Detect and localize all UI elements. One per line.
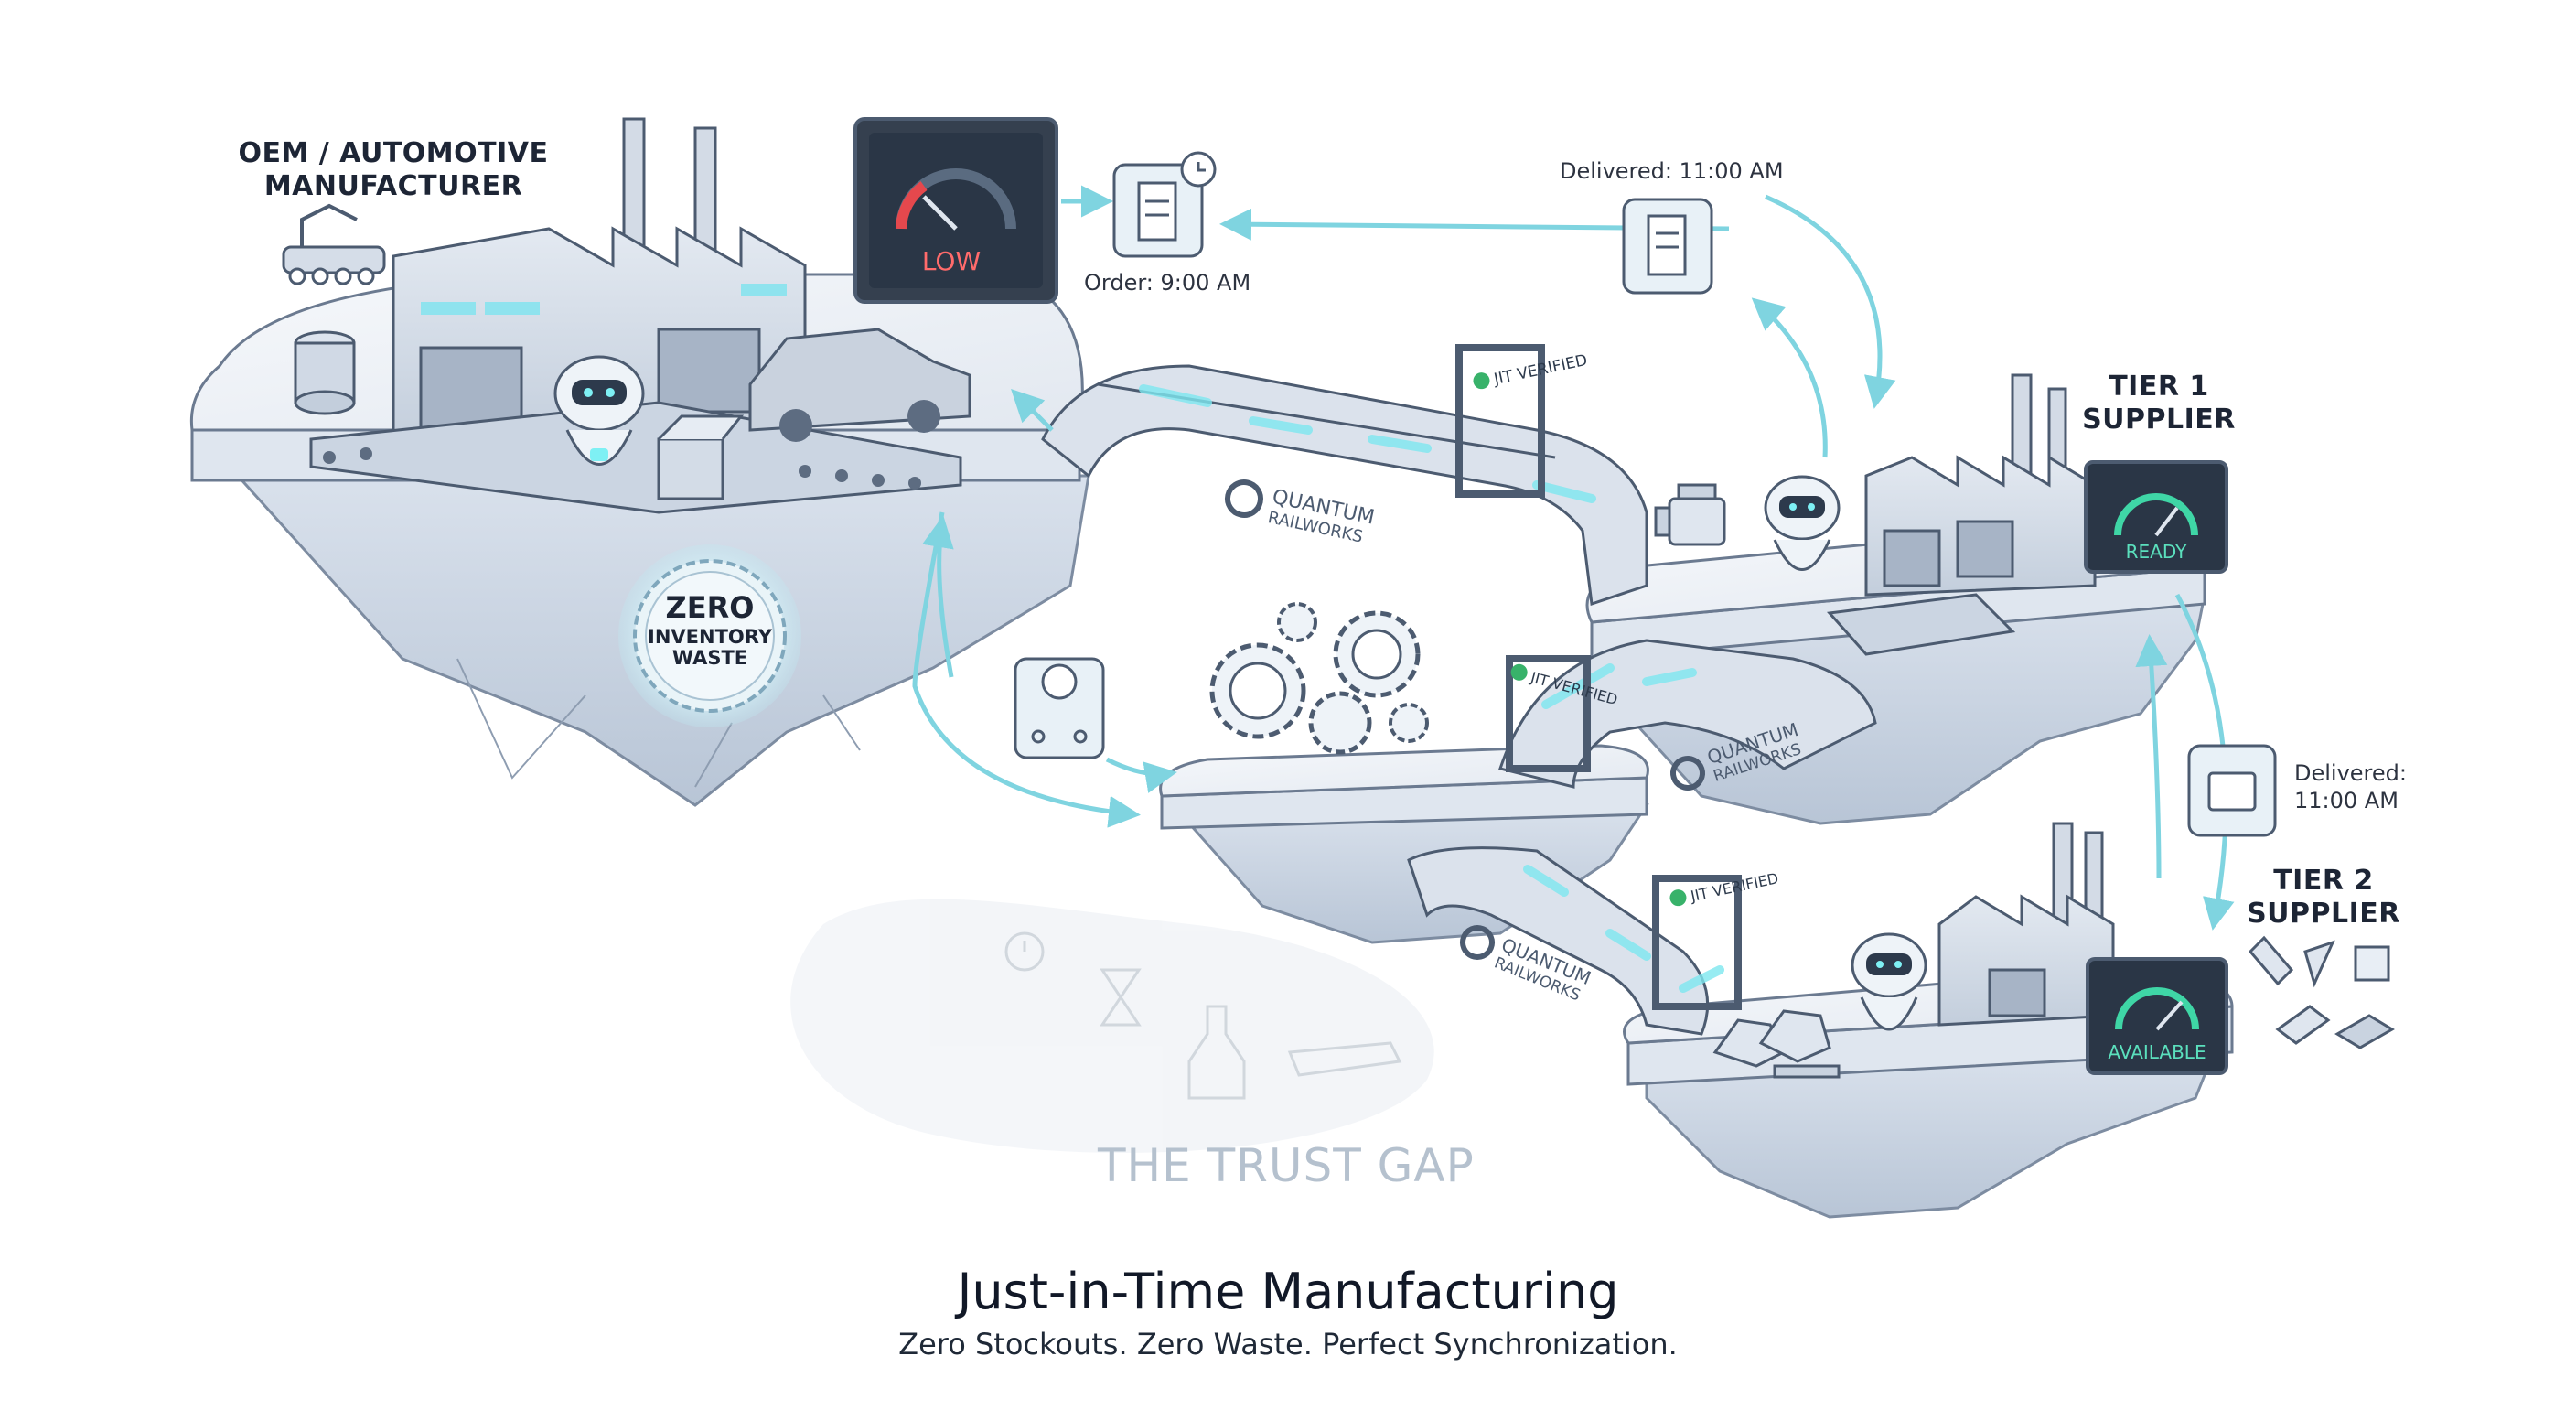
delivered-document-icon xyxy=(1622,198,1713,295)
robot-icon xyxy=(1851,932,1927,1031)
order-document-icon xyxy=(1112,151,1217,258)
delivered-right-label: Delivered: 11:00 AM xyxy=(2294,760,2407,813)
gears-icon xyxy=(1209,602,1429,755)
tier1-title: TIER 1 SUPPLIER xyxy=(2082,371,2236,436)
bridge-oem-tier1 xyxy=(1041,344,1648,607)
jit-verified-sign-3: JIT VERIFIED xyxy=(1669,869,1780,907)
low-gauge-monitor xyxy=(853,117,1058,304)
delivered-top-label: Delivered: 11:00 AM xyxy=(1560,158,1784,184)
available-gauge-monitor xyxy=(2086,957,2228,1075)
check-icon xyxy=(1473,372,1490,390)
tier2-factory xyxy=(1937,822,2115,1027)
trust-gap-label: THE TRUST GAP xyxy=(1098,1139,1475,1192)
robot-icon xyxy=(1764,475,1841,571)
ready-gauge-monitor xyxy=(2084,460,2228,574)
stopwatch-icon xyxy=(1004,931,1045,972)
oem-title: OEM / AUTOMOTIVE MANUFACTURER xyxy=(238,137,549,202)
car-icon xyxy=(748,328,971,442)
low-gauge-label: LOW xyxy=(922,246,981,276)
order-time-label: Order: 9:00 AM xyxy=(1084,270,1251,296)
raw-materials-icon xyxy=(1712,1009,1841,1079)
jit-verified-sign-1: JIT VERIFIED xyxy=(1473,351,1589,390)
parts-icons xyxy=(2248,935,2395,1049)
clock-network-icon xyxy=(1014,657,1105,759)
tier1-conveyor xyxy=(1826,593,2016,656)
badge-line-waste: WASTE xyxy=(672,647,747,669)
ready-gauge-label: READY xyxy=(2126,541,2188,563)
caption-subtitle: Zero Stockouts. Zero Waste. Perfect Sync… xyxy=(898,1327,1678,1362)
caption-title: Just-in-Time Manufacturing xyxy=(957,1263,1619,1320)
brand-quantum-railworks-1: QUANTUM RAILWORKS xyxy=(1225,479,1377,547)
zero-inventory-waste-badge xyxy=(618,544,801,727)
empty-bottle-icon xyxy=(1187,1005,1402,1100)
tier1-factory xyxy=(1864,373,2097,597)
check-icon xyxy=(1510,663,1528,681)
hourglass-icon xyxy=(1100,968,1142,1027)
delivered-engine-icon xyxy=(2187,744,2277,837)
robot-arm-icon xyxy=(282,203,386,285)
engine-icon xyxy=(1654,483,1726,546)
trust-gap-area xyxy=(790,899,1434,1153)
badge-line-inventory: INVENTORY xyxy=(648,626,773,648)
box-icon xyxy=(657,414,745,500)
bridge-middle-tier2 xyxy=(1407,846,1742,1036)
bridge-middle-tier1 xyxy=(1498,639,1877,789)
robot-icon xyxy=(553,355,645,466)
tier2-title: TIER 2 SUPPLIER xyxy=(2247,865,2400,930)
badge-line-zero: ZERO xyxy=(666,590,755,625)
check-icon xyxy=(1669,889,1687,907)
available-gauge-label: AVAILABLE xyxy=(2108,1041,2206,1063)
